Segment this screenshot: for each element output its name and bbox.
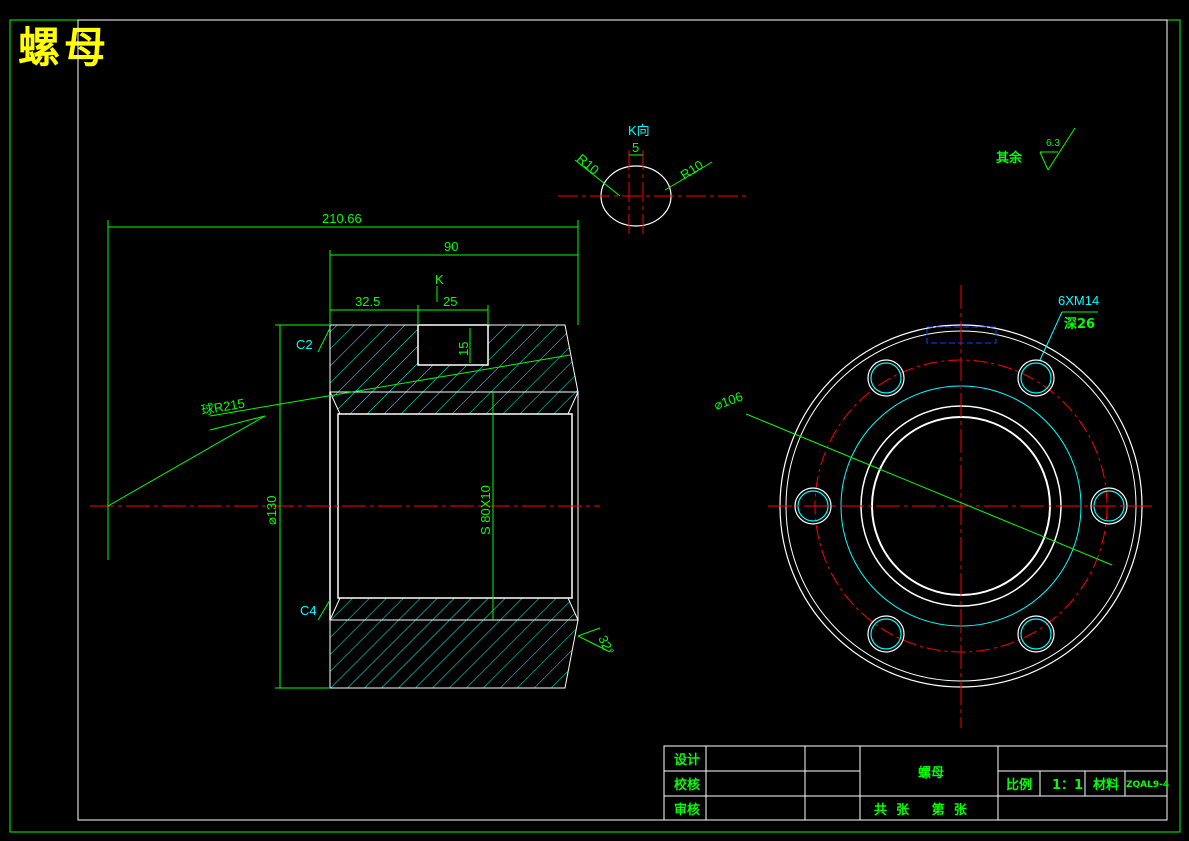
tb-sheets: 共 张 第 张	[874, 802, 968, 818]
tb-part-name: 螺母	[918, 765, 944, 781]
dim-flange-diameter: ⌀106	[712, 389, 745, 413]
tb-check: 校核	[674, 777, 700, 793]
outer-border	[9, 19, 1181, 833]
end-view	[745, 285, 1156, 728]
dim-slot-depth: 15	[456, 342, 471, 356]
dim-chamfer-c2: C2	[296, 337, 313, 352]
dim-overall-length: 210.66	[322, 211, 362, 226]
dim-angle: 32°	[595, 633, 617, 657]
dim-sphere-radius: 球R215	[200, 396, 246, 418]
dim-offset-32-5: 32.5	[355, 294, 380, 309]
dim-length-90: 90	[444, 239, 458, 254]
inner-border	[77, 19, 1168, 821]
view-k-radius-left: R10	[574, 151, 602, 178]
view-k-radius-right: R10	[678, 157, 706, 182]
dim-outer-diameter: ⌀130	[264, 495, 279, 525]
dim-hole-depth: 深26	[1064, 316, 1095, 332]
dim-chamfer-c4: C4	[300, 603, 317, 618]
dim-holes: 6XM14	[1058, 293, 1099, 308]
tb-scale-label: 比例	[1006, 777, 1032, 793]
view-k	[558, 150, 746, 236]
slot	[417, 324, 489, 366]
tb-material-value: ZQAL9-4	[1126, 780, 1169, 790]
dim-slot-width: 25	[443, 294, 457, 309]
top-thread-hatch	[329, 391, 579, 415]
tb-material-label: 材料	[1093, 777, 1119, 793]
tb-design: 设计	[674, 752, 700, 768]
bottom-thread-hatch	[329, 597, 579, 621]
tb-review: 审核	[674, 802, 700, 818]
bottom-wall-hatch	[329, 619, 579, 689]
drawing-title: 螺母	[18, 23, 111, 72]
title-block	[663, 745, 1168, 821]
dim-thread: S 80X10	[478, 485, 493, 535]
roughness-label: 其余	[996, 150, 1023, 166]
roughness-symbol	[1039, 127, 1076, 171]
view-k-width: 5	[632, 140, 639, 155]
dim-k-arrow: K	[435, 272, 444, 287]
section-view	[90, 324, 600, 689]
roughness-value: 6.3	[1046, 138, 1060, 149]
tb-scale-value: 1：1	[1052, 778, 1083, 793]
section-dimensions	[107, 220, 611, 689]
view-k-label: K向	[628, 123, 650, 138]
